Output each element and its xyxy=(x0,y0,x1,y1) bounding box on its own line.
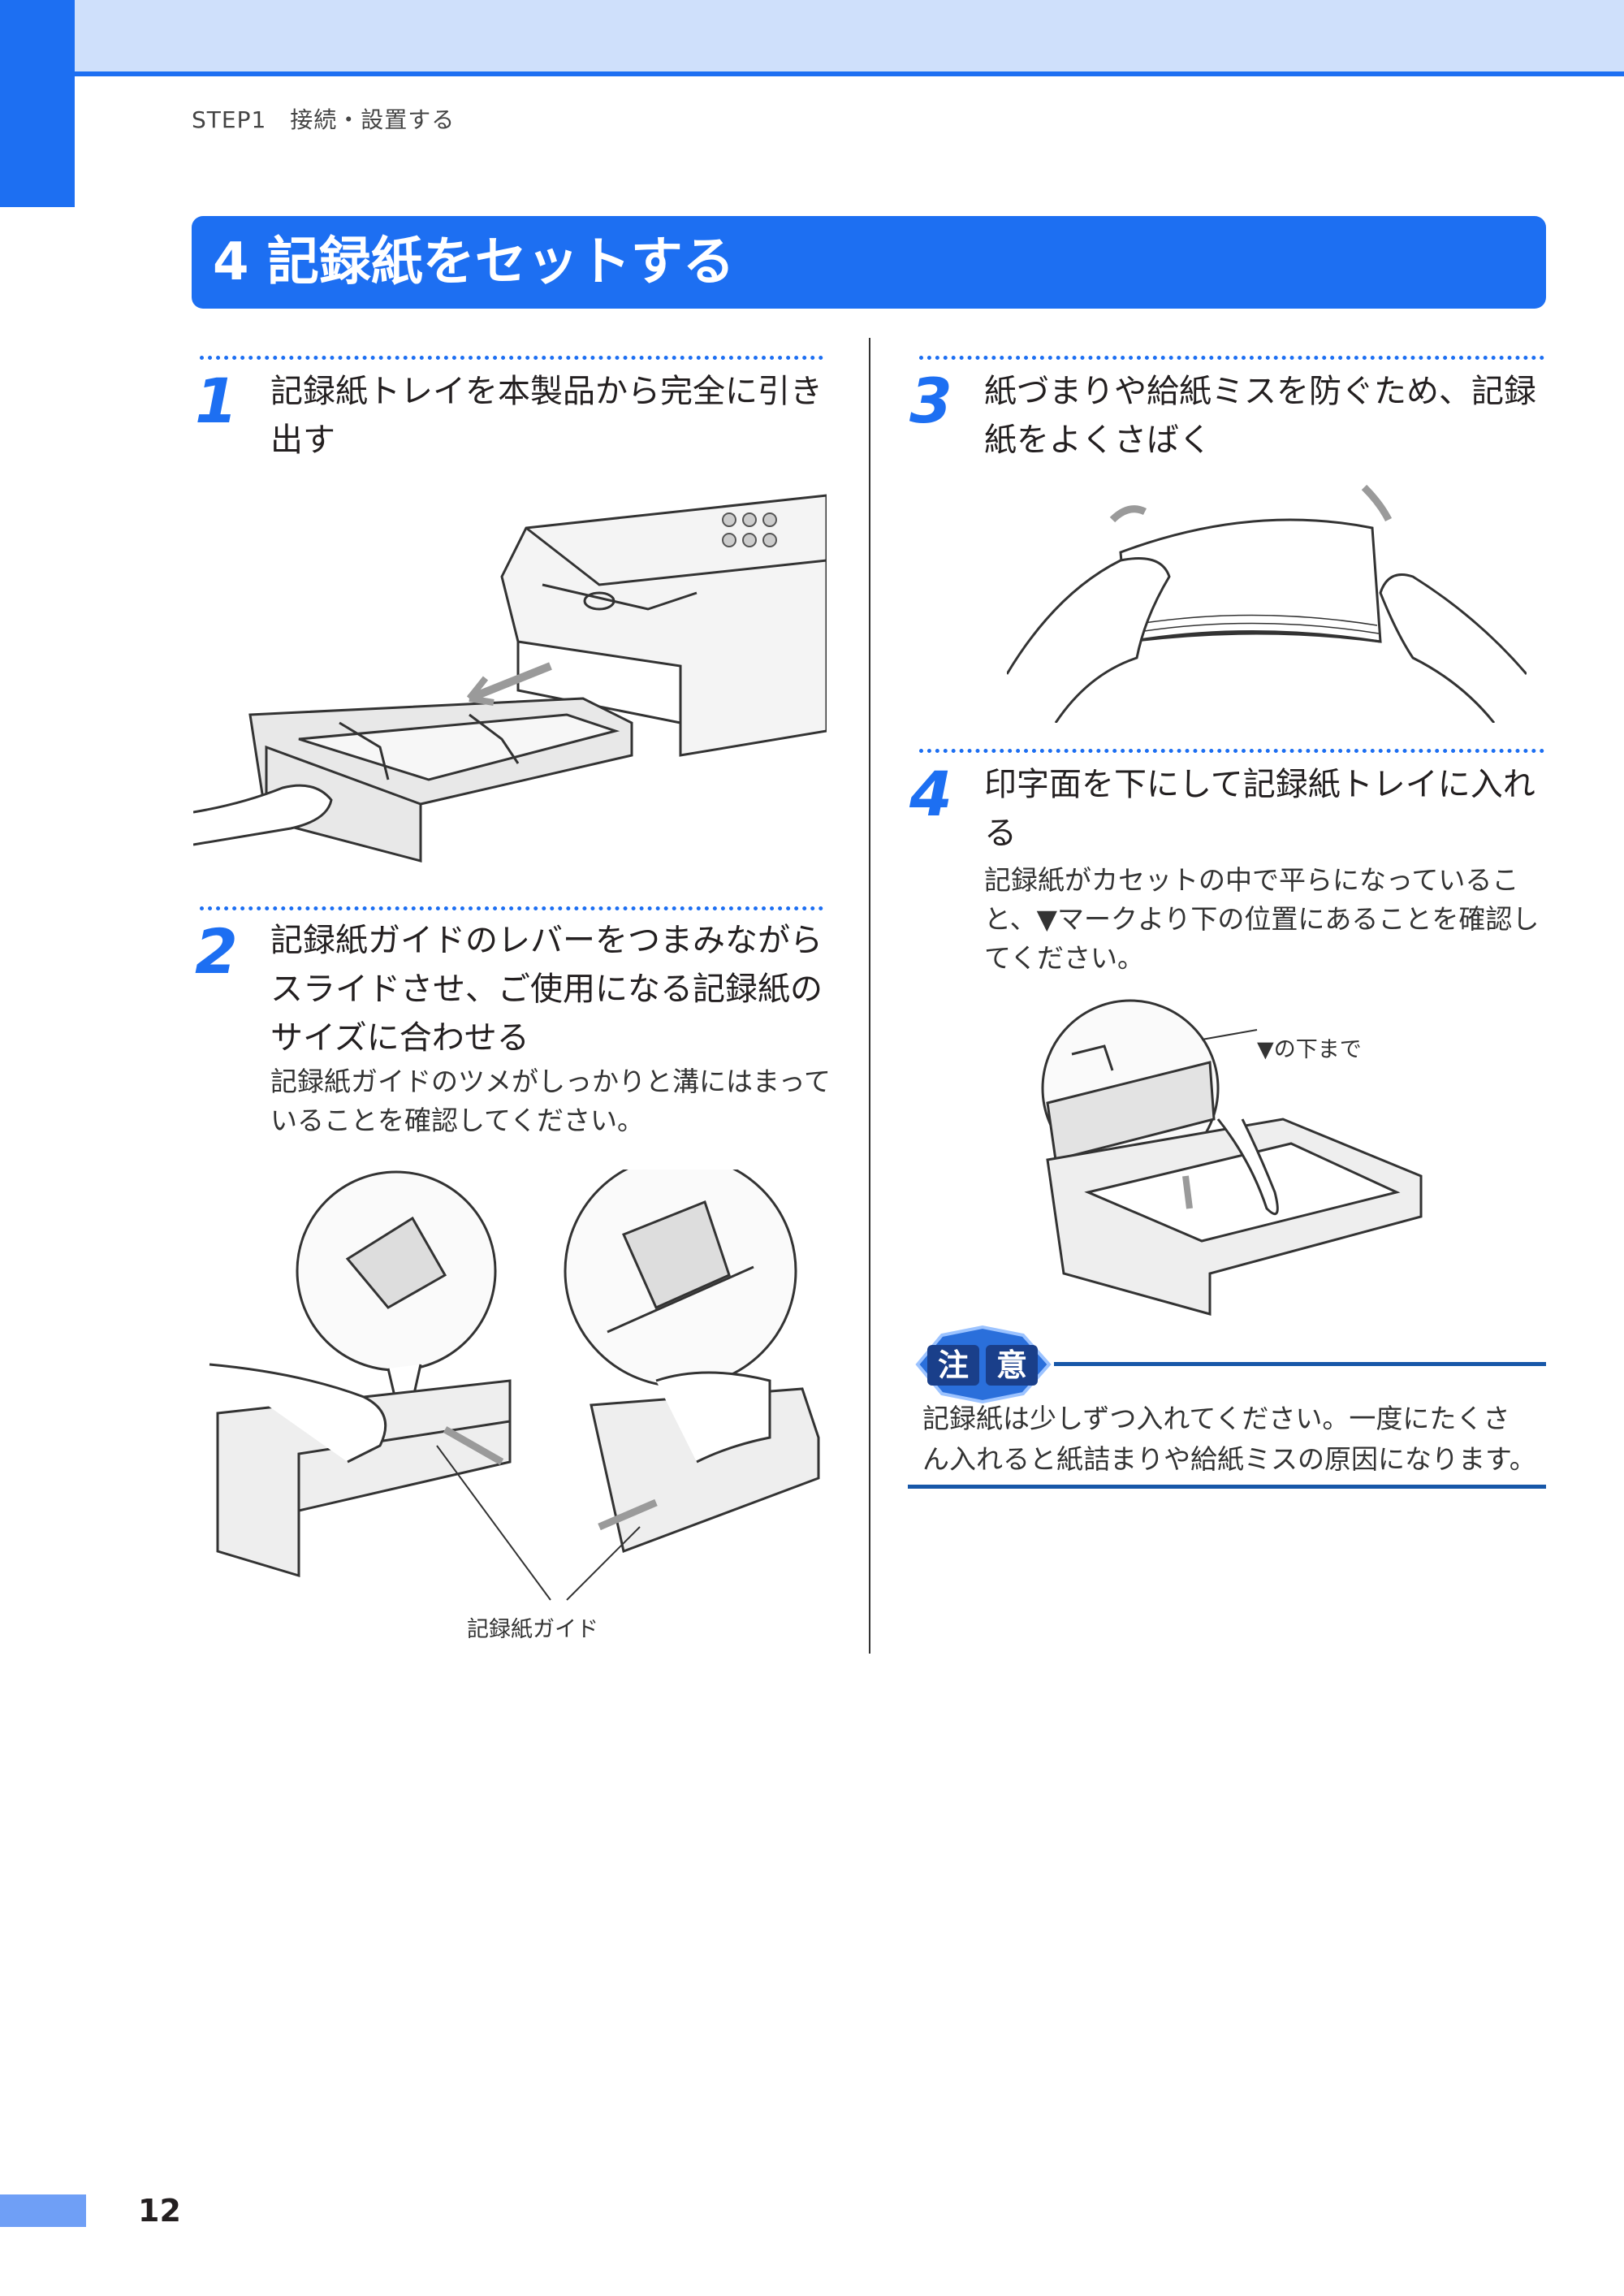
step-3-title: 紙づまりや給紙ミスを防ぐため、記録 紙をよくさばく xyxy=(984,367,1553,465)
step-2-title: 記録紙ガイドのレバーをつまみながら スライドさせ、ご使用になる記録紙の サイズに… xyxy=(270,916,855,1062)
caution-icon: 注 意 xyxy=(915,1325,1052,1404)
step-3-dotted-rule xyxy=(919,356,1544,360)
caution-text: 記録紙は少しずつ入れてください。一度にたくさ ん入れると紙詰まりや給紙ミスの原因… xyxy=(922,1399,1548,1480)
step-4-body: 記録紙がカセットの中で平らになっているこ と、▼マークより下の位置にあることを確… xyxy=(984,861,1553,978)
step-4-title-line: る xyxy=(984,815,1017,852)
step-4-dotted-rule xyxy=(919,749,1544,753)
page-number: 12 xyxy=(138,2193,181,2229)
column-divider xyxy=(869,338,870,1654)
note-rule-top xyxy=(1054,1362,1546,1366)
step-2-illustration xyxy=(209,1170,820,1601)
step-2-title-line: サイズに合わせる xyxy=(270,1019,529,1057)
section-title: 4 記録紙をセットする xyxy=(192,216,1546,309)
step-2-title-line: スライドさせ、ご使用になる記録紙の xyxy=(270,971,823,1008)
caution-text-line: 記録紙は少しずつ入れてください。一度にたくさ xyxy=(922,1403,1510,1434)
page-tab xyxy=(0,2194,86,2227)
step-1-title: 記録紙トレイを本製品から完全に引き 出す xyxy=(270,367,839,465)
step-4-body-line: 記録紙がカセットの中で平らになっているこ xyxy=(984,864,1519,896)
header-band xyxy=(0,0,1624,75)
caution-badge-char: 意 xyxy=(996,1347,1027,1383)
step-2-number: 2 xyxy=(195,915,238,988)
step-2-dotted-rule xyxy=(200,906,823,910)
step-1-number: 1 xyxy=(195,365,238,437)
step-4-number: 4 xyxy=(909,758,952,830)
step-3-title-line: 紙づまりや給紙ミスを防ぐため、記録 xyxy=(984,373,1536,410)
step-3-illustration xyxy=(1007,484,1527,723)
step-2-body-line: いることを確認してください。 xyxy=(270,1105,645,1136)
chapter-tab xyxy=(0,0,75,207)
step-1-title-line: 記録紙トレイを本製品から完全に引き xyxy=(270,373,823,410)
step-1-title-line: 出す xyxy=(270,422,335,459)
step-1-dotted-rule xyxy=(200,356,823,360)
step-4-title: 印字面を下にして記録紙トレイに入れ る xyxy=(984,760,1553,858)
step-2-caption: 記録紙ガイド xyxy=(467,1617,598,1642)
step-3-number: 3 xyxy=(909,365,952,437)
step-2-body: 記録紙ガイドのツメがしっかりと溝にはまって いることを確認してください。 xyxy=(270,1062,855,1140)
step-2-title-line: 記録紙ガイドのレバーをつまみながら xyxy=(270,922,823,959)
step-4-body-line: てください。 xyxy=(984,942,1145,974)
header-rule xyxy=(0,71,1624,76)
caution-text-line: ん入れると紙詰まりや給紙ミスの原因になります。 xyxy=(922,1443,1536,1475)
step-1-illustration xyxy=(193,494,827,863)
step-4-body-line: と、▼マークより下の位置にあることを確認し xyxy=(984,903,1540,935)
step-2-body-line: 記録紙ガイドのツメがしっかりと溝にはまって xyxy=(270,1066,831,1097)
step-4-caption: ▼の下まで xyxy=(1257,1037,1362,1062)
running-head: STEP1 接続・設置する xyxy=(192,106,456,133)
caution-badge-char: 注 xyxy=(938,1347,969,1383)
note-rule-bottom xyxy=(908,1485,1546,1489)
step-4-illustration xyxy=(1041,999,1423,1316)
step-3-title-line: 紙をよくさばく xyxy=(984,422,1212,459)
step-4-title-line: 印字面を下にして記録紙トレイに入れ xyxy=(984,766,1535,803)
